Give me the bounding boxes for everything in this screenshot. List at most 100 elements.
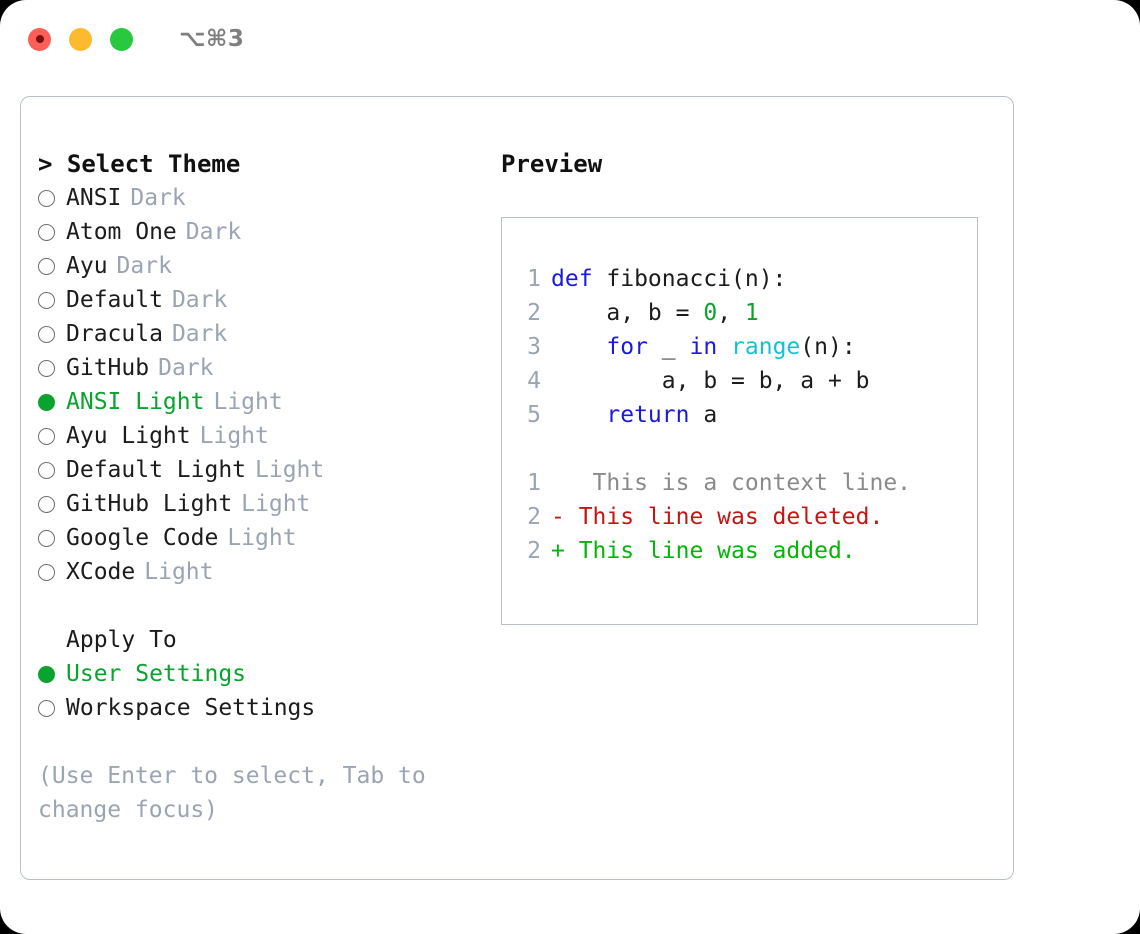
radio-unselected-icon[interactable] — [38, 189, 55, 207]
radio-selected-icon[interactable] — [38, 393, 55, 411]
code-block: 1 def fibonacci(n): 2 a, b = 0, 1 3 for _ i… — [515, 262, 971, 432]
radio-unselected-icon[interactable] — [38, 461, 55, 479]
radio-unselected-icon[interactable] — [38, 223, 55, 241]
maximize-window-button[interactable] — [110, 27, 133, 51]
code-line-text: a, b = b, a + b — [551, 364, 870, 398]
theme-option-1[interactable]: Atom One Dark — [38, 215, 478, 249]
code-line-number: 3 — [527, 334, 541, 360]
theme-variant-tag: Dark — [116, 253, 172, 279]
section-spacer — [38, 589, 478, 623]
theme-option-label: Dracula — [66, 321, 163, 347]
code-line-text: return a — [551, 398, 717, 432]
theme-variant-tag: Dark — [130, 185, 186, 211]
keyboard-hint-text: (Use Enter to select, Tab to change focu… — [38, 763, 440, 823]
radio-unselected-icon[interactable] — [38, 427, 55, 445]
theme-option-4[interactable]: Dracula Dark — [38, 317, 478, 351]
radio-unselected-icon[interactable] — [38, 529, 55, 547]
code-token-num: 1 — [744, 300, 759, 326]
code-token-plain — [551, 334, 606, 360]
theme-variant-tag: Dark — [171, 287, 228, 313]
theme-variant-tag: Dark — [158, 355, 214, 381]
diff-line-context: 1 This is a context line. — [515, 466, 971, 500]
code-token-plain: a, b = — [551, 300, 704, 326]
code-token-plain: _ — [647, 334, 690, 360]
diff-line-add: 2 + This line was added. — [515, 534, 971, 568]
apply-to-option-label: User Settings — [66, 661, 247, 687]
keyboard-shortcut-label: ⌥⌘3 — [179, 26, 245, 52]
theme-variant-tag: Light — [241, 491, 311, 517]
diff-line-number: 2 — [527, 504, 541, 530]
diff-line-text: + This line was added. — [551, 538, 856, 564]
code-token-kw: def — [551, 266, 607, 292]
radio-unselected-icon[interactable] — [38, 495, 55, 513]
code-line-number: 2 — [527, 300, 541, 326]
code-token-plain — [551, 402, 606, 428]
radio-unselected-icon[interactable] — [38, 325, 55, 343]
code-token-plain: fibonacci(n): — [606, 266, 787, 292]
theme-option-6[interactable]: ANSI Light Light — [38, 385, 478, 419]
code-line-text: a, b = 0, 1 — [551, 296, 759, 330]
theme-option-9[interactable]: GitHub Light Light — [38, 487, 478, 521]
theme-option-7[interactable]: Ayu Light Light — [38, 419, 478, 453]
radio-unselected-icon[interactable] — [38, 291, 55, 309]
code-line-number: 1 — [527, 266, 541, 292]
code-token-plain — [717, 334, 731, 360]
apply-to-option-0[interactable]: User Settings — [38, 657, 478, 691]
theme-variant-tag: Dark — [185, 219, 242, 245]
diff-line-text: - This line was deleted. — [551, 504, 884, 530]
theme-option-8[interactable]: Default Light Light — [38, 453, 478, 487]
diff-line-text: This is a context line. — [551, 470, 912, 496]
theme-option-label: Ayu Light — [66, 423, 191, 449]
theme-option-label: ANSI Light — [66, 389, 205, 415]
apply-to-option-1[interactable]: Workspace Settings — [38, 691, 478, 725]
theme-variant-tag: Light — [199, 423, 269, 449]
theme-variant-tag: Light — [255, 457, 325, 483]
preview-box: 1 def fibonacci(n): 2 a, b = 0, 1 3 for _ i… — [501, 217, 978, 625]
theme-variant-tag: Dark — [171, 321, 228, 347]
apply-to-header: Apply To — [66, 627, 177, 653]
theme-variant-tag: Light — [227, 525, 297, 551]
radio-unselected-icon[interactable] — [38, 359, 55, 377]
code-preview-area: 1 def fibonacci(n): 2 a, b = 0, 1 3 for _ i… — [515, 262, 971, 568]
code-line: 4 a, b = b, a + b — [515, 364, 971, 398]
theme-option-label: GitHub — [66, 355, 150, 381]
diff-line-number: 1 — [527, 470, 541, 496]
theme-option-label: GitHub Light — [66, 491, 233, 517]
code-line-number: 4 — [527, 368, 541, 394]
radio-unselected-icon[interactable] — [38, 699, 55, 717]
theme-variant-tag: Light — [213, 389, 283, 415]
apply-to-option-label: Workspace Settings — [66, 695, 316, 721]
theme-option-label: ANSI — [66, 185, 122, 211]
select-theme-header: > Select Theme — [38, 150, 241, 178]
theme-option-3[interactable]: Default Dark — [38, 283, 478, 317]
theme-option-5[interactable]: GitHub Dark — [38, 351, 478, 385]
code-line-text: for _ in range(n): — [551, 330, 856, 364]
theme-option-label: Default Light — [66, 457, 247, 483]
theme-option-label: Atom One — [66, 219, 177, 245]
code-token-num: 0 — [703, 300, 718, 326]
diff-block: 1 This is a context line. 2 - This line wa… — [515, 466, 971, 568]
code-line: 5 return a — [515, 398, 971, 432]
diff-line-number: 2 — [527, 538, 541, 564]
radio-unselected-icon[interactable] — [38, 563, 55, 581]
title-bar: ⌥⌘3 — [0, 0, 1140, 78]
theme-option-label: XCode — [66, 559, 136, 585]
minimize-window-button[interactable] — [69, 27, 92, 51]
theme-option-label: Default — [66, 287, 163, 313]
code-token-plain: (n): — [800, 334, 856, 360]
radio-selected-icon[interactable] — [38, 665, 55, 683]
radio-unselected-icon[interactable] — [38, 257, 55, 275]
diff-line-delete: 2 - This line was deleted. — [515, 500, 971, 534]
code-token-plain: a — [689, 402, 718, 428]
theme-option-0[interactable]: ANSI Dark — [38, 181, 478, 215]
code-token-plain: a, b = b, a + b — [551, 368, 870, 394]
close-window-button[interactable] — [28, 27, 51, 51]
